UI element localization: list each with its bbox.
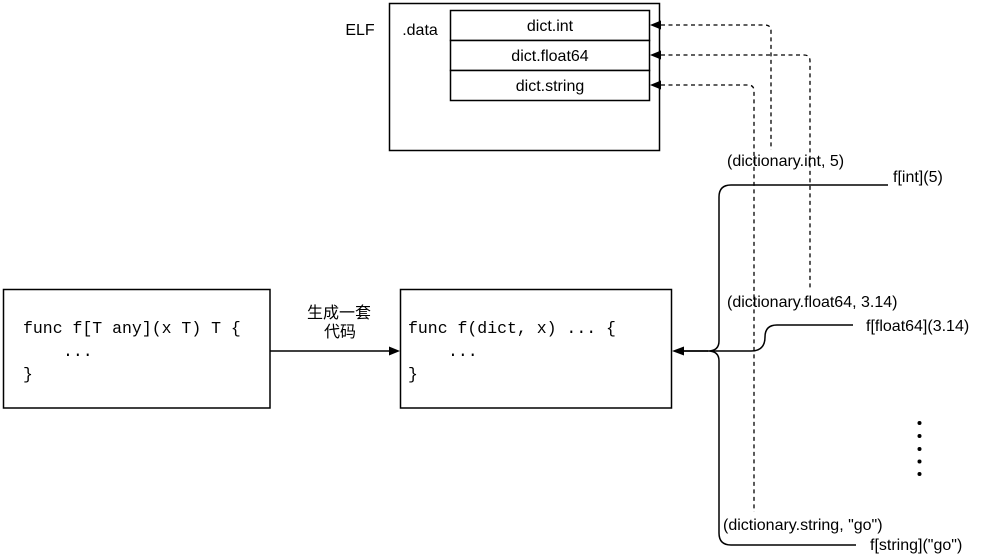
dict-string-pointer-line <box>661 84 755 512</box>
generate-arrow-label-line-1: 生成一套 <box>307 304 371 322</box>
elf-group: ELF .data dict.int dict.float64 dict.str… <box>345 2 661 152</box>
stenciled-func-code-line-3: } <box>408 365 418 384</box>
dict-float64-label: dict.float64 <box>511 48 588 65</box>
call-merge-bracket-group <box>672 184 888 546</box>
stenciled-func-box <box>399 288 673 409</box>
bracket-to-func-arrowhead-icon <box>672 346 684 356</box>
dict-float64-arrowhead-icon <box>650 50 661 60</box>
stenciled-func-group: func f(dict, x) ... { ... } <box>399 288 673 409</box>
vertical-ellipsis-icon <box>917 421 922 476</box>
generic-func-box <box>2 288 271 409</box>
call-merge-bracket <box>707 184 888 546</box>
dict-int-cell <box>449 9 651 42</box>
dict-int-label: dict.int <box>527 18 574 35</box>
dict-string-label: dict.string <box>516 78 584 95</box>
dict-float64-pointer-line <box>661 54 811 289</box>
data-section-label: .data <box>402 22 438 39</box>
dict-int-pointer-line <box>661 24 772 150</box>
generic-func-code-line-1: func f[T any](x T) T { <box>23 319 241 338</box>
call-float64-args-label: (dictionary.float64, 3.14) <box>727 294 897 311</box>
stenciled-func-code-line-1: func f(dict, x) ... { <box>408 319 616 338</box>
stenciled-func-code-line-2: ... <box>448 342 478 361</box>
call-int-label: f[int](5) <box>893 169 943 186</box>
call-float64-label: f[float64](3.14) <box>866 318 969 335</box>
call-labels-group: (dictionary.int, 5) f[int](5) (dictionar… <box>723 153 969 554</box>
generate-arrow-group: 生成一套 代码 <box>270 304 400 356</box>
generate-arrowhead-icon <box>389 346 400 356</box>
call-float64-branch-line <box>710 324 853 352</box>
call-string-label: f[string]("go") <box>870 537 962 554</box>
generic-func-code-line-3: } <box>23 365 33 384</box>
call-string-args-label: (dictionary.string, "go") <box>723 517 883 534</box>
generic-func-code-line-2: ... <box>63 342 93 361</box>
dict-string-arrowhead-icon <box>650 80 661 90</box>
generate-arrow-label-line-2: 代码 <box>324 323 356 341</box>
dict-int-arrowhead-icon <box>650 20 661 30</box>
elf-label: ELF <box>345 22 375 39</box>
call-int-args-label: (dictionary.int, 5) <box>727 153 844 170</box>
dict-string-cell <box>449 69 651 102</box>
dict-pointer-lines <box>650 20 811 512</box>
generic-func-group: func f[T any](x T) T { ... } <box>2 288 271 409</box>
